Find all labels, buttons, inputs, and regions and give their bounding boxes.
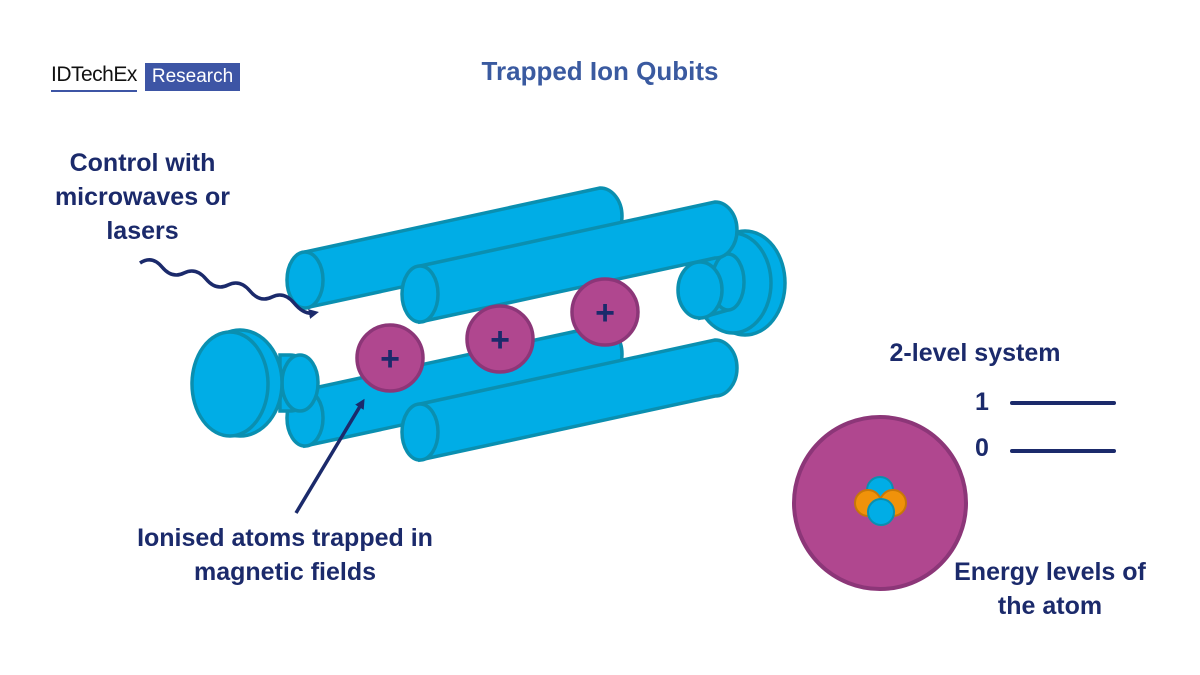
ion-3: + bbox=[570, 277, 640, 347]
level-0-label: 0 bbox=[975, 434, 989, 462]
atom-icon bbox=[792, 415, 968, 591]
rod-top-front bbox=[400, 200, 739, 325]
ion-2: + bbox=[465, 304, 535, 374]
control-wave-arrow bbox=[139, 258, 319, 319]
label-two-level-system: 2-level system bbox=[889, 339, 1061, 367]
logo-brand: IDTechEx bbox=[51, 62, 137, 92]
nucleus-neutron bbox=[867, 498, 895, 526]
ionised-arrow bbox=[294, 398, 365, 514]
page-title: Trapped Ion Qubits bbox=[481, 56, 719, 86]
label-control: Control with microwaves or lasers bbox=[54, 149, 231, 245]
label-energy-levels: Energy levels of the atom bbox=[954, 558, 1146, 620]
ion-1: + bbox=[355, 323, 425, 393]
ion-charge: + bbox=[380, 340, 400, 378]
logo-research-badge: Research bbox=[144, 63, 241, 91]
label-ionised-atoms: Ionised atoms trapped in magnetic fields bbox=[137, 524, 433, 586]
ion-charge: + bbox=[595, 294, 615, 332]
rod-bottom-front bbox=[400, 338, 739, 463]
left-end-cap bbox=[190, 328, 320, 438]
idtechex-logo: IDTechEx Research bbox=[51, 62, 241, 92]
ion-charge: + bbox=[490, 321, 510, 359]
level-1-label: 1 bbox=[975, 388, 989, 416]
